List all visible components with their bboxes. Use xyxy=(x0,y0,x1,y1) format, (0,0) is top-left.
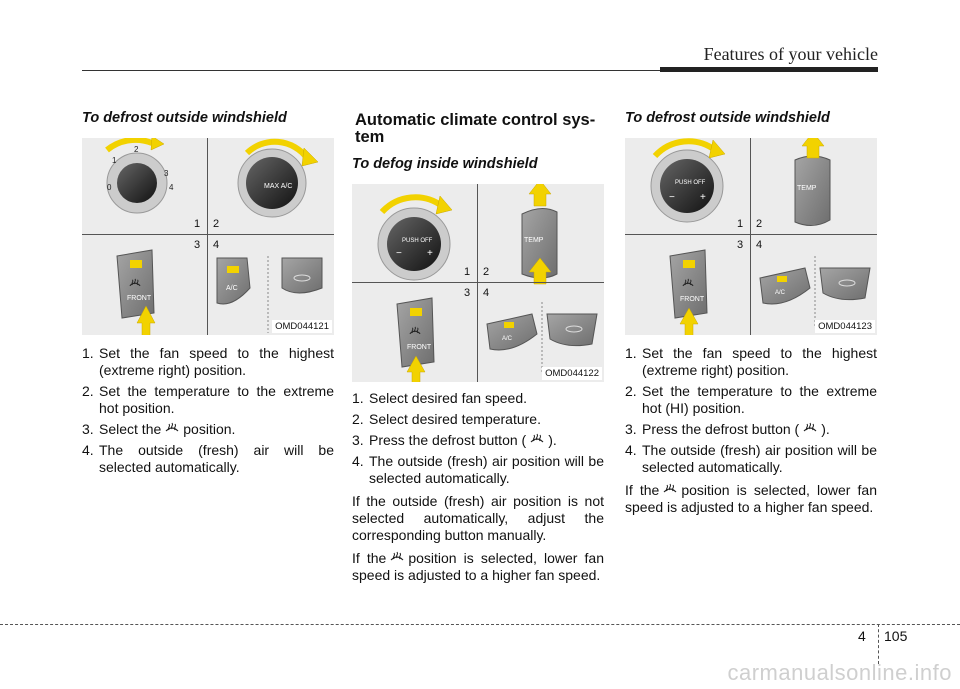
paragraph-manual-adjust: If the outside (fresh) air position is n… xyxy=(352,493,604,543)
column-2: Automatic climate control sys-tem To def… xyxy=(352,112,604,584)
figure-index-3: 3 xyxy=(737,239,744,251)
list-item: 2.Set the temperature to the extreme hot… xyxy=(625,383,877,416)
header-rule-thick xyxy=(660,67,878,72)
list-item: 2.Set the temperature to the extreme hot… xyxy=(82,383,334,416)
list-item: 4.The outside (fresh) air will be select… xyxy=(82,442,334,475)
col3-heading: To defrost outside windshield xyxy=(625,110,830,126)
svg-text:FRONT: FRONT xyxy=(680,296,705,303)
defrost-icon xyxy=(164,422,180,436)
svg-text:−: − xyxy=(396,248,402,259)
col2-heading: To defog inside windshield xyxy=(352,156,538,172)
footer-rule xyxy=(0,624,960,625)
list-item: 4.The outside (fresh) air position will … xyxy=(352,453,604,486)
footer-separator xyxy=(878,624,879,664)
figure-index-2: 2 xyxy=(483,266,490,278)
figure-omd044123: PUSH OFF − + TEMP FRONT A/C 1 2 3 4 OMD0… xyxy=(625,138,877,335)
header-rule-thin xyxy=(82,70,660,71)
fan-knob-icon xyxy=(117,163,157,203)
figure-omd044122: PUSH OFF − + TEMP FRONT A/C 1 2 3 4 O xyxy=(352,184,604,382)
figure-caption: OMD044122 xyxy=(542,367,602,380)
svg-text:PUSH OFF: PUSH OFF xyxy=(675,180,706,186)
figure-index-1: 1 xyxy=(194,218,201,230)
figure-index-4: 4 xyxy=(483,287,490,299)
figure-illustration: PUSH OFF − + TEMP FRONT A/C xyxy=(625,138,877,335)
defrost-icon xyxy=(529,433,545,447)
svg-text:+: + xyxy=(427,248,433,259)
figure-divider-h xyxy=(82,234,334,235)
figure-caption: OMD044121 xyxy=(272,320,332,333)
svg-text:0: 0 xyxy=(107,183,112,192)
figure-index-1: 1 xyxy=(464,266,471,278)
col1-steps: 1.Set the fan speed to the highest (extr… xyxy=(82,345,334,476)
svg-text:2: 2 xyxy=(134,145,139,154)
column-3: To defrost outside windshield PUSH OFF −… xyxy=(625,110,877,516)
svg-text:MAX A/C: MAX A/C xyxy=(264,183,292,190)
svg-text:+: + xyxy=(700,192,706,203)
svg-text:A/C: A/C xyxy=(226,285,238,292)
svg-text:3: 3 xyxy=(164,169,169,178)
svg-text:TEMP: TEMP xyxy=(524,237,544,244)
figure-divider-v xyxy=(750,138,751,335)
svg-text:4: 4 xyxy=(169,183,174,192)
svg-text:PUSH OFF: PUSH OFF xyxy=(402,238,433,244)
svg-text:1: 1 xyxy=(112,156,117,165)
temp-knob-icon xyxy=(246,157,298,209)
list-item: 3.Press the defrost button (). xyxy=(352,432,557,448)
defrost-icon xyxy=(662,483,678,497)
fan-knob-icon xyxy=(387,217,441,271)
svg-text:A/C: A/C xyxy=(775,290,786,296)
figure-divider-v xyxy=(477,184,478,382)
list-item: 1.Select desired fan speed. xyxy=(352,390,527,406)
svg-text:A/C: A/C xyxy=(502,336,513,342)
figure-omd044121: 1 2 3 4 0 MAX A/C FRONT A/C xyxy=(82,138,334,335)
list-item: 1.Set the fan speed to the highest (extr… xyxy=(82,345,334,378)
figure-divider-h xyxy=(625,234,877,235)
figure-index-2: 2 xyxy=(213,218,220,230)
list-item: 1.Set the fan speed to the highest (extr… xyxy=(625,345,877,378)
figure-index-3: 3 xyxy=(464,287,471,299)
figure-index-2: 2 xyxy=(756,218,763,230)
figure-divider-h xyxy=(352,282,604,283)
figure-illustration: 1 2 3 4 0 MAX A/C FRONT A/C xyxy=(82,138,334,335)
defrost-icon xyxy=(389,551,405,565)
chapter-number: 4 xyxy=(858,628,866,644)
page-number: 105 xyxy=(884,628,908,644)
defrost-icon xyxy=(802,422,818,436)
running-header-title: Features of your vehicle xyxy=(703,44,878,64)
svg-text:−: − xyxy=(669,192,675,203)
col2-steps: 1.Select desired fan speed. 2.Select des… xyxy=(352,390,604,487)
figure-index-4: 4 xyxy=(756,239,763,251)
figure-index-3: 3 xyxy=(194,239,201,251)
list-item: 2.Select desired temperature. xyxy=(352,411,541,427)
list-item: 3.Press the defrost button (). xyxy=(625,421,830,437)
figure-index-4: 4 xyxy=(213,239,220,251)
figure-caption: OMD044123 xyxy=(815,320,875,333)
section-heading: Automatic climate control sys-tem xyxy=(355,111,596,146)
watermark: carmanualsonline.info xyxy=(727,660,952,685)
figure-divider-v xyxy=(207,138,208,335)
col1-heading: To defrost outside windshield xyxy=(82,110,287,126)
list-item: 4.The outside (fresh) air position will … xyxy=(625,442,877,475)
svg-text:FRONT: FRONT xyxy=(407,344,432,351)
col3-steps: 1.Set the fan speed to the highest (extr… xyxy=(625,345,877,476)
fan-knob-icon xyxy=(660,159,714,213)
figure-illustration: PUSH OFF − + TEMP FRONT A/C xyxy=(352,184,604,382)
svg-text:FRONT: FRONT xyxy=(127,295,152,302)
figure-index-1: 1 xyxy=(737,218,744,230)
svg-text:TEMP: TEMP xyxy=(797,185,817,192)
temp-rocker-icon xyxy=(521,208,558,279)
column-1: To defrost outside windshield 1 2 3 4 0 … xyxy=(82,110,334,480)
